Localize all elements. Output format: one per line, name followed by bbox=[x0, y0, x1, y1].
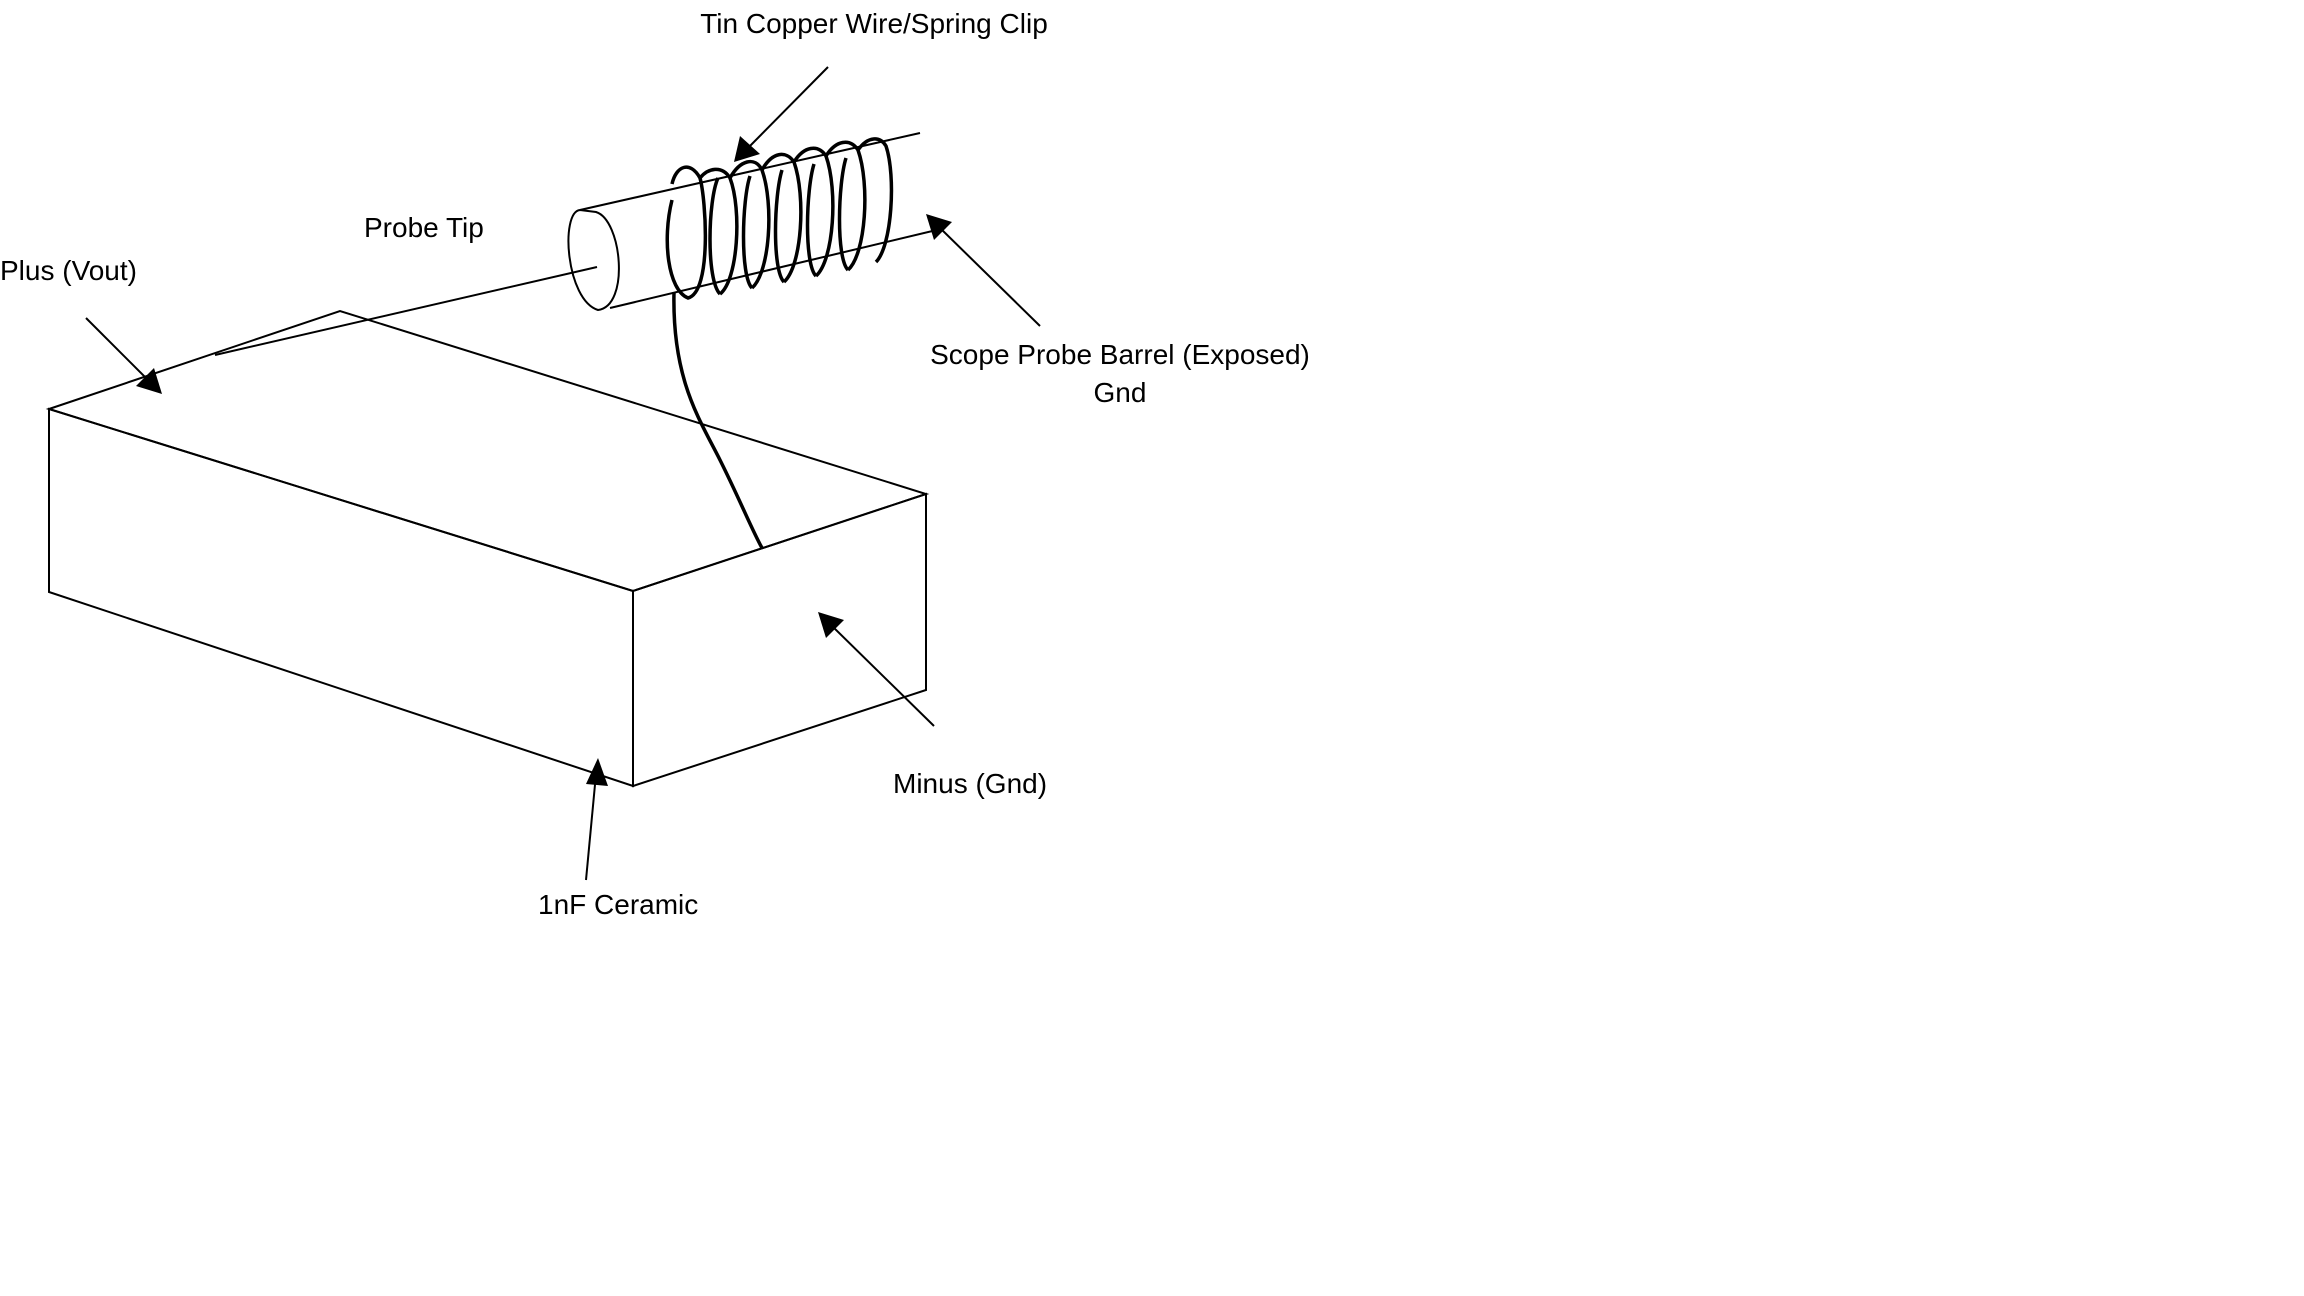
probe-tip-label: Probe Tip bbox=[364, 212, 484, 243]
barrel-arrow bbox=[926, 214, 1041, 327]
capacitor-arrow bbox=[585, 758, 608, 881]
capacitor-front-face bbox=[48, 407, 634, 788]
minus-gnd-label: Minus (Gnd) bbox=[893, 768, 1047, 799]
spring-clip-coils bbox=[665, 137, 894, 300]
ceramic-capacitor-body bbox=[45, 309, 930, 788]
capacitor-right-face bbox=[632, 492, 927, 788]
capacitor-label: 1nF Ceramic bbox=[538, 889, 698, 920]
barrel-label-line2: Gnd bbox=[1094, 377, 1147, 408]
ground-wire bbox=[672, 291, 764, 549]
probe-tip-lead bbox=[214, 266, 598, 356]
barrel-label-line1: Scope Probe Barrel (Exposed) bbox=[930, 339, 1310, 370]
plus-vout-label: Plus (Vout) bbox=[0, 255, 137, 286]
spring-clip-arrow bbox=[734, 66, 829, 162]
barrel-end-cap bbox=[567, 208, 620, 312]
plus-arrow bbox=[85, 317, 162, 394]
spring-clip-label: Tin Copper Wire/Spring Clip bbox=[700, 8, 1048, 39]
minus-arrow bbox=[818, 612, 935, 727]
